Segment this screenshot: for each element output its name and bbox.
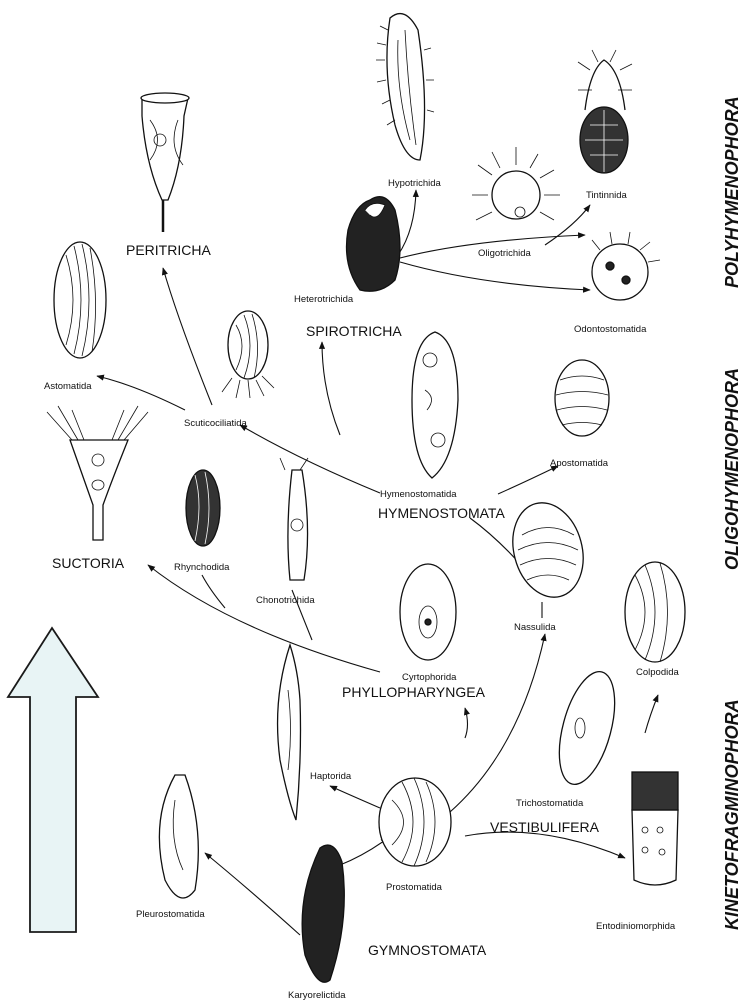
heterotrichida-cell-icon <box>347 197 401 292</box>
odontostomatida-cell-icon <box>592 232 660 300</box>
order-label-hypotrichida: Hypotrichida <box>388 178 442 189</box>
big-up-arrow-icon <box>8 628 98 932</box>
side-label-polyhymenophora: POLYHYMENOPHORA <box>722 96 742 288</box>
order-label-astomatida: Astomatida <box>44 381 92 392</box>
karyorelictida-cell-icon <box>302 845 344 982</box>
order-label-entodiniomorphida: Entodiniomorphida <box>596 921 676 932</box>
group-label-gymnostomata: GYMNOSTOMATA <box>368 942 487 958</box>
side-label-oligohymenophora: OLIGOHYMENOPHORA <box>722 368 742 570</box>
nassulida-cell-icon <box>503 495 594 605</box>
hymenostomatida-cell-icon <box>412 332 458 478</box>
suctoria-cell-icon <box>47 406 148 540</box>
order-label-odontostomatida: Odontostomatida <box>574 324 647 335</box>
colpodida-cell-icon <box>625 562 685 662</box>
apostomatida-cell-icon <box>555 360 609 436</box>
order-label-scuticociliatida: Scuticociliatida <box>184 418 248 429</box>
oligotrichida-cell-icon <box>472 147 560 220</box>
entodiniomorphida-cell-icon <box>632 772 678 885</box>
pleurostomatida-cell-icon <box>159 775 198 898</box>
group-label-peritricha: PERITRICHA <box>126 242 211 258</box>
order-label-karyorelictida: Karyorelictida <box>288 990 346 1001</box>
tintinnida-cell-icon <box>578 50 632 173</box>
order-label-colpodida: Colpodida <box>636 667 679 678</box>
haptorida-cell-icon <box>278 645 301 820</box>
order-label-apostomatida: Apostomatida <box>550 458 609 469</box>
order-label-hymenostomatida: Hymenostomatida <box>380 489 457 500</box>
scuticociliatida-cell-icon <box>222 311 274 398</box>
peritricha-cell-icon <box>141 93 189 232</box>
order-label-chonotrichida: Chonotrichida <box>256 595 315 606</box>
order-label-trichostomatida: Trichostomatida <box>516 798 584 809</box>
order-label-haptorida: Haptorida <box>310 771 352 782</box>
astomatida-cell-icon <box>54 242 106 358</box>
group-label-hymenostomata: HYMENOSTOMATA <box>378 505 505 521</box>
order-label-oligotrichida: Oligotrichida <box>478 248 532 259</box>
order-label-nassulida: Nassulida <box>514 622 556 633</box>
organism-drawings <box>47 14 685 983</box>
cyrtophorida-cell-icon <box>400 564 456 660</box>
order-label-rhynchodida: Rhynchodida <box>174 562 230 573</box>
prostomatida-cell-icon <box>379 778 451 866</box>
group-label-spirotricha: SPIROTRICHA <box>306 323 402 339</box>
hypotrichida-cell-icon <box>376 14 434 160</box>
rhynchodida-cell-icon <box>186 470 220 546</box>
side-label-kinetofragminophora: KINETOFRAGMINOPHORA <box>722 699 742 930</box>
group-label-vestibulifera: VESTIBULIFERA <box>490 819 600 835</box>
trichostomatida-cell-icon <box>549 666 625 790</box>
group-label-phyllopharyngea: PHYLLOPHARYNGEA <box>342 684 486 700</box>
group-label-suctoria: SUCTORIA <box>52 555 125 571</box>
order-label-heterotrichida: Heterotrichida <box>294 294 354 305</box>
order-label-tintinnida: Tintinnida <box>586 190 628 201</box>
order-label-prostomatida: Prostomatida <box>386 882 443 893</box>
order-label-cyrtophorida: Cyrtophorida <box>402 672 457 683</box>
order-label-pleurostomatida: Pleurostomatida <box>136 909 205 920</box>
chonotrichida-cell-icon <box>280 458 308 580</box>
